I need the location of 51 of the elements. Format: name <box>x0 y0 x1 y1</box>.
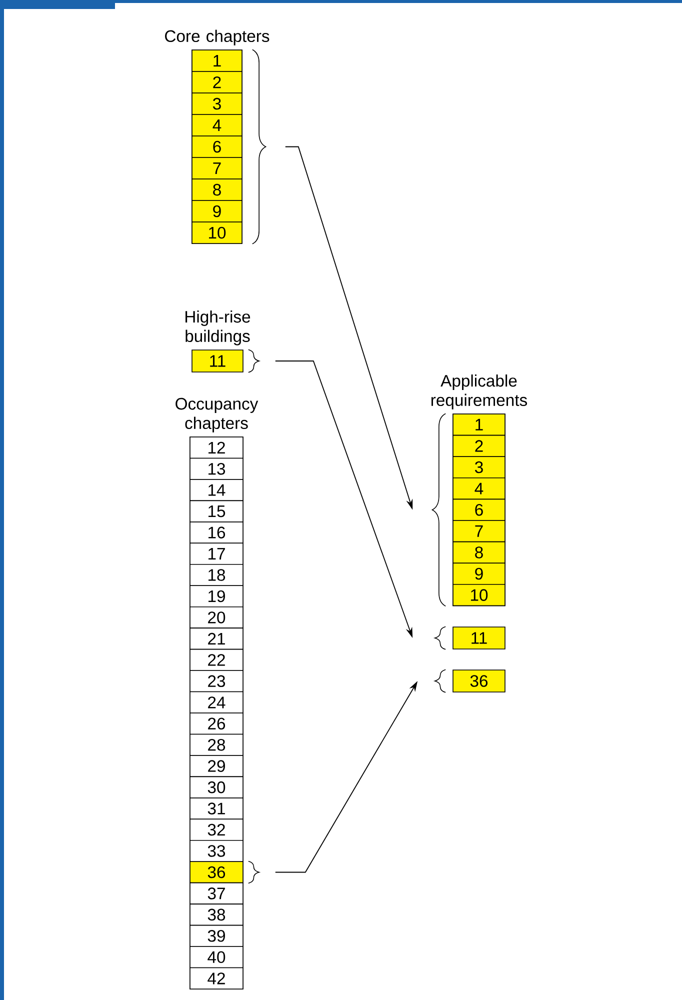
node-label: Occupancy chapters <box>176 398 258 432</box>
chapter-cell: 31 <box>190 798 244 820</box>
chapter-cell: 17 <box>190 542 244 565</box>
chapter-cell: 6 <box>452 498 506 521</box>
chapter-cell: 12 <box>190 436 244 459</box>
chapter-cell: 24 <box>190 691 244 714</box>
chapter-cell: 42 <box>190 967 244 990</box>
chapter-cell: 10 <box>192 222 242 244</box>
chapter-cell: 7 <box>192 157 242 180</box>
node-label: Core chapters <box>165 30 270 46</box>
chapter-cell: 13 <box>190 458 244 480</box>
chapter-cell: 32 <box>190 818 244 841</box>
chapter-cell: 38 <box>190 904 244 926</box>
chapter-cell: 1 <box>452 414 506 436</box>
chapter-cell: 11 High-rise buildings <box>186 310 250 372</box>
chapter-cell: 23 <box>190 670 244 692</box>
node-label: High-rise buildings <box>186 310 250 346</box>
chapter-cell: 33 <box>190 840 244 862</box>
chapter-cell: 36 <box>452 670 506 692</box>
chapter-cell: 16 <box>190 522 244 544</box>
chapter-cell: 3 <box>192 92 242 115</box>
chapter-cell: 9 <box>192 200 242 222</box>
chapter-cell: 14 <box>190 479 244 502</box>
chapter-cell: 39 <box>190 924 244 947</box>
chapter-cell: 15 <box>190 500 244 522</box>
chapter-cell: 28 <box>190 734 244 756</box>
chapter-cell: 30 <box>190 776 244 798</box>
chapter-cell: 1 <box>192 50 242 72</box>
chapter-cell: 8 <box>192 178 242 201</box>
chapter-cell: 2 <box>192 71 242 94</box>
chapter-cell: 10 <box>452 584 506 606</box>
chapter-cell: 11 <box>452 626 506 650</box>
chapter-cell: 40 <box>190 946 244 968</box>
chapter-cell: 3 <box>452 456 506 478</box>
chapter-cell: 4 <box>452 478 506 500</box>
chapter-cell: 8 <box>452 541 506 564</box>
chapter-cell: 29 <box>190 755 244 778</box>
chapter-cell: 20 <box>190 606 244 628</box>
chapter-cell: 19 <box>190 585 244 608</box>
chapter-cell: 4 <box>192 114 242 136</box>
node-label: Applicable requirements <box>431 374 528 410</box>
chapter-cell: 26 <box>190 712 244 735</box>
chapter-cell: 21 <box>190 628 244 650</box>
chapter-cell: 22 <box>190 648 244 671</box>
chapter-cell: 7 <box>452 520 506 542</box>
chapter-cell: 36 <box>190 861 244 884</box>
chapter-cell: 37 <box>190 882 244 904</box>
chapter-cell: 2 <box>452 434 506 457</box>
chapter-cell: 18 <box>190 564 244 586</box>
chapter-cell: 9 <box>452 562 506 585</box>
chapter-cell: 6 <box>192 136 242 158</box>
